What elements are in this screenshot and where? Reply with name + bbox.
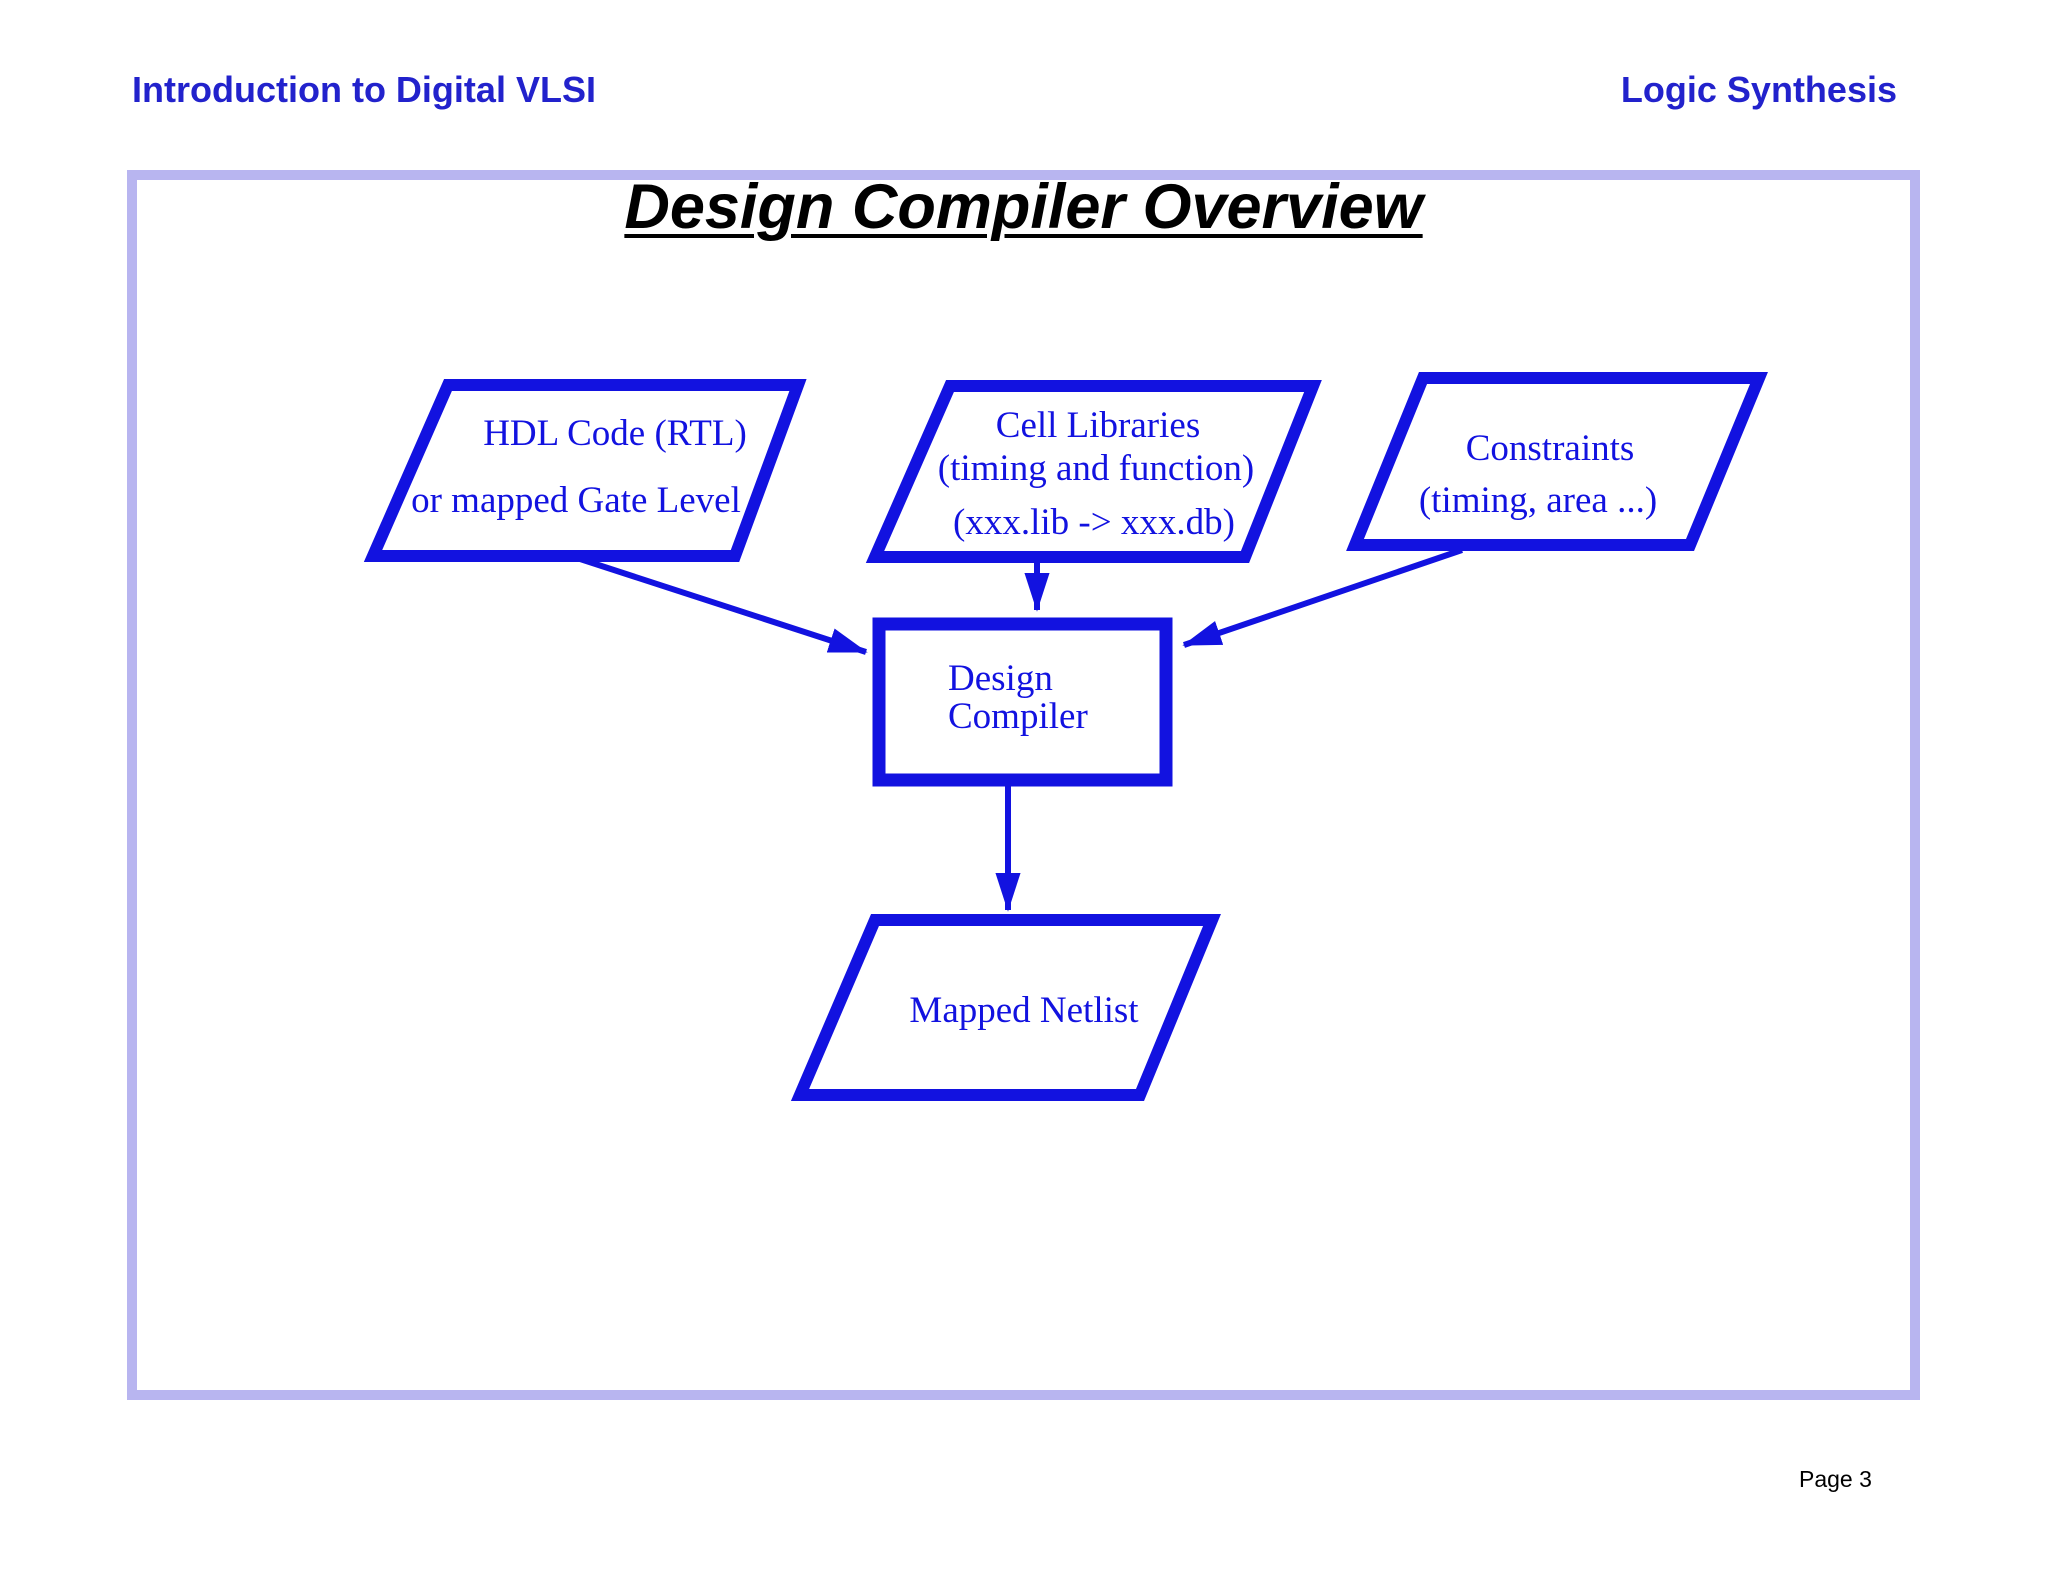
page-number: Page 3 <box>1799 1466 1872 1492</box>
header-right: Logic Synthesis <box>1620 69 1897 110</box>
slide-frame <box>127 170 1920 1400</box>
slide-title: Design Compiler Overview <box>624 172 1423 242</box>
header-left: Introduction to Digital VLSI <box>132 69 596 110</box>
